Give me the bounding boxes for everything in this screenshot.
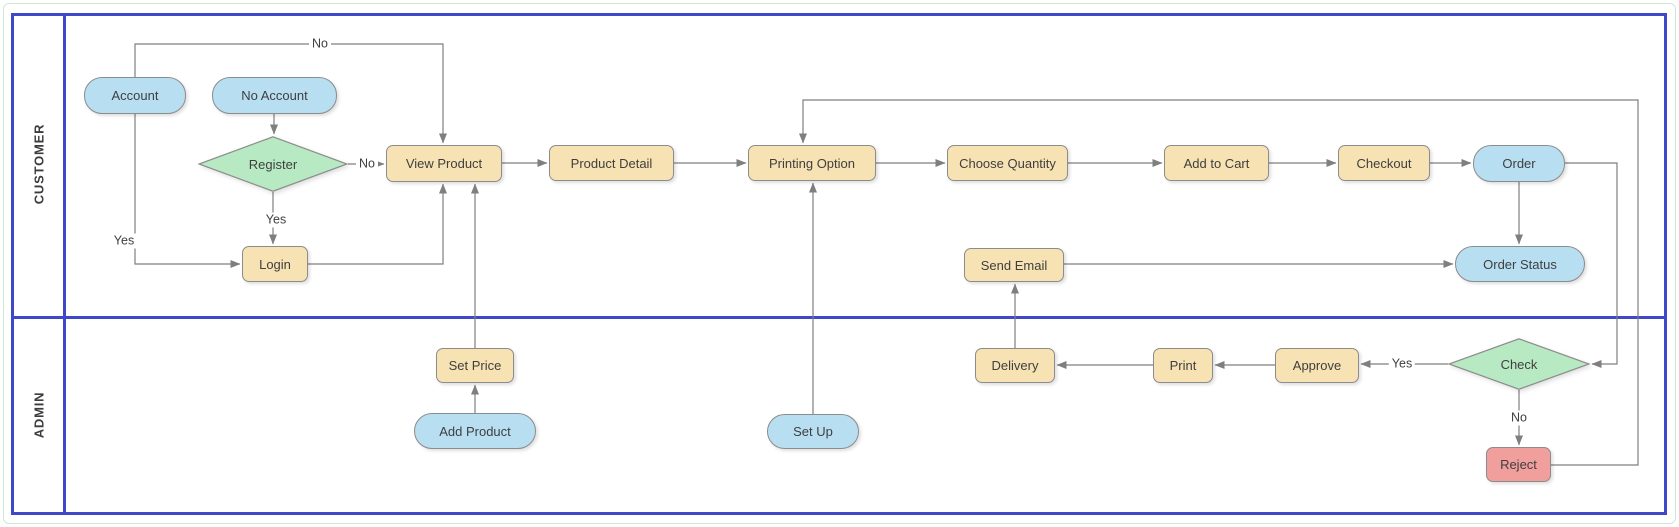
edge-label-account-to-login: Yes bbox=[110, 233, 138, 249]
node-product-detail[interactable]: Product Detail bbox=[549, 145, 674, 181]
edge-reject-to-printing-option bbox=[799, 99, 1639, 466]
node-set-price[interactable]: Set Price bbox=[436, 348, 514, 383]
lane-title-divider bbox=[63, 13, 66, 515]
node-login[interactable]: Login bbox=[242, 246, 308, 282]
edge-account-to-login bbox=[134, 114, 241, 268]
edge-order-to-check bbox=[1565, 162, 1618, 368]
node-choose-quantity[interactable]: Choose Quantity bbox=[947, 145, 1068, 181]
edge-label-check-to-reject: No bbox=[1508, 410, 1530, 426]
node-account[interactable]: Account bbox=[84, 77, 186, 114]
edge-label-register-to-view-product: No bbox=[356, 156, 378, 172]
lane-divider bbox=[11, 316, 1667, 319]
node-add-to-cart[interactable]: Add to Cart bbox=[1164, 145, 1269, 181]
node-delivery[interactable]: Delivery bbox=[975, 348, 1055, 383]
node-label: Check bbox=[1500, 356, 1538, 372]
node-approve[interactable]: Approve bbox=[1275, 348, 1359, 383]
node-label: Register bbox=[248, 156, 298, 172]
node-set-up[interactable]: Set Up bbox=[767, 414, 859, 449]
edge-login-to-view-product bbox=[308, 183, 447, 265]
node-order[interactable]: Order bbox=[1473, 145, 1565, 182]
node-order-status[interactable]: Order Status bbox=[1455, 246, 1585, 282]
edge-label-register-to-login: Yes bbox=[262, 212, 290, 228]
diamond-shape bbox=[1448, 338, 1590, 390]
diamond-shape bbox=[198, 136, 348, 192]
node-add-product[interactable]: Add Product bbox=[414, 413, 536, 449]
edge-account-to-view-product bbox=[134, 43, 447, 144]
edge-label-check-to-approve: Yes bbox=[1388, 356, 1416, 372]
node-printing-option[interactable]: Printing Option bbox=[748, 145, 876, 181]
node-print[interactable]: Print bbox=[1153, 348, 1213, 383]
swimlane-frame bbox=[11, 13, 1667, 515]
node-view-product[interactable]: View Product bbox=[386, 145, 502, 182]
node-check[interactable]: Check bbox=[1448, 338, 1590, 390]
node-reject[interactable]: Reject bbox=[1486, 447, 1551, 482]
node-send-email[interactable]: Send Email bbox=[964, 248, 1064, 282]
edge-label-account-to-view-product: No bbox=[309, 36, 331, 52]
node-register[interactable]: Register bbox=[198, 136, 348, 192]
node-no-account[interactable]: No Account bbox=[212, 77, 337, 114]
node-checkout[interactable]: Checkout bbox=[1338, 145, 1430, 181]
